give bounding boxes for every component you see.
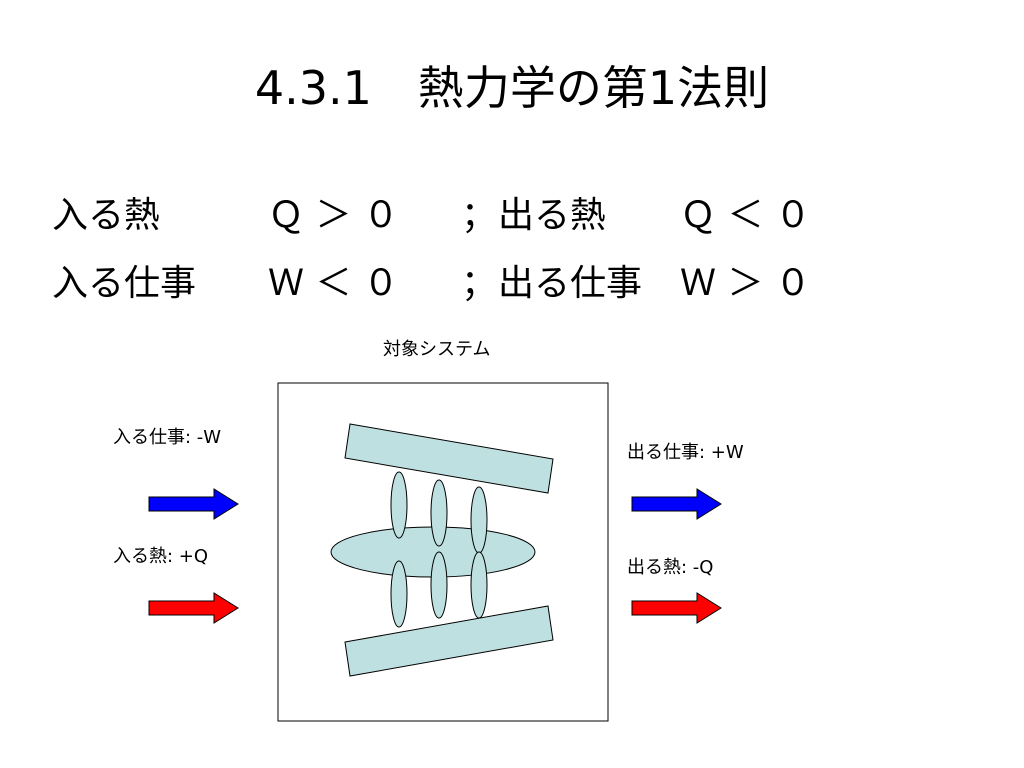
work-in-condition: Ｗ ＜ ０ (268, 263, 399, 304)
out-work-label: 出る仕事: +W (627, 442, 744, 463)
work-separator: ； (461, 263, 498, 304)
work-out-condition: Ｗ ＞ ０ (680, 263, 811, 304)
out-heat-label: 出る熱: -Q (627, 557, 714, 578)
slide-title: 4.3.1 熱力学の第1法則 (254, 61, 770, 115)
system-boundary (277, 382, 609, 722)
upper-plate (344, 423, 554, 494)
lower-molecule-right (470, 551, 488, 619)
upper-molecule-middle (430, 479, 448, 547)
work-in-label: 入る仕事 (52, 263, 197, 304)
in-work-arrow (148, 488, 239, 520)
heat-in-condition: Ｑ ＞ ０ (268, 195, 399, 236)
heat-out-condition: Ｑ ＜ ０ (680, 195, 811, 236)
lower-plate (344, 605, 554, 677)
in-heat-arrow (148, 592, 239, 624)
heat-out-label: 出る熱 (498, 195, 607, 236)
in-work-label: 入る仕事: -W (113, 427, 222, 448)
out-work-arrow (631, 488, 722, 520)
work-out-label: 出る仕事 (498, 263, 643, 304)
out-heat-arrow (631, 592, 722, 624)
in-heat-label: 入る熱: +Q (113, 546, 209, 567)
heat-separator: ； (461, 195, 498, 236)
lower-molecule-middle (430, 551, 448, 619)
upper-molecule-right (470, 486, 488, 554)
lower-molecule-left (390, 560, 408, 628)
system-label: 対象システム (383, 339, 491, 360)
upper-molecule-left (390, 471, 408, 539)
heat-in-label: 入る熱 (52, 195, 161, 236)
